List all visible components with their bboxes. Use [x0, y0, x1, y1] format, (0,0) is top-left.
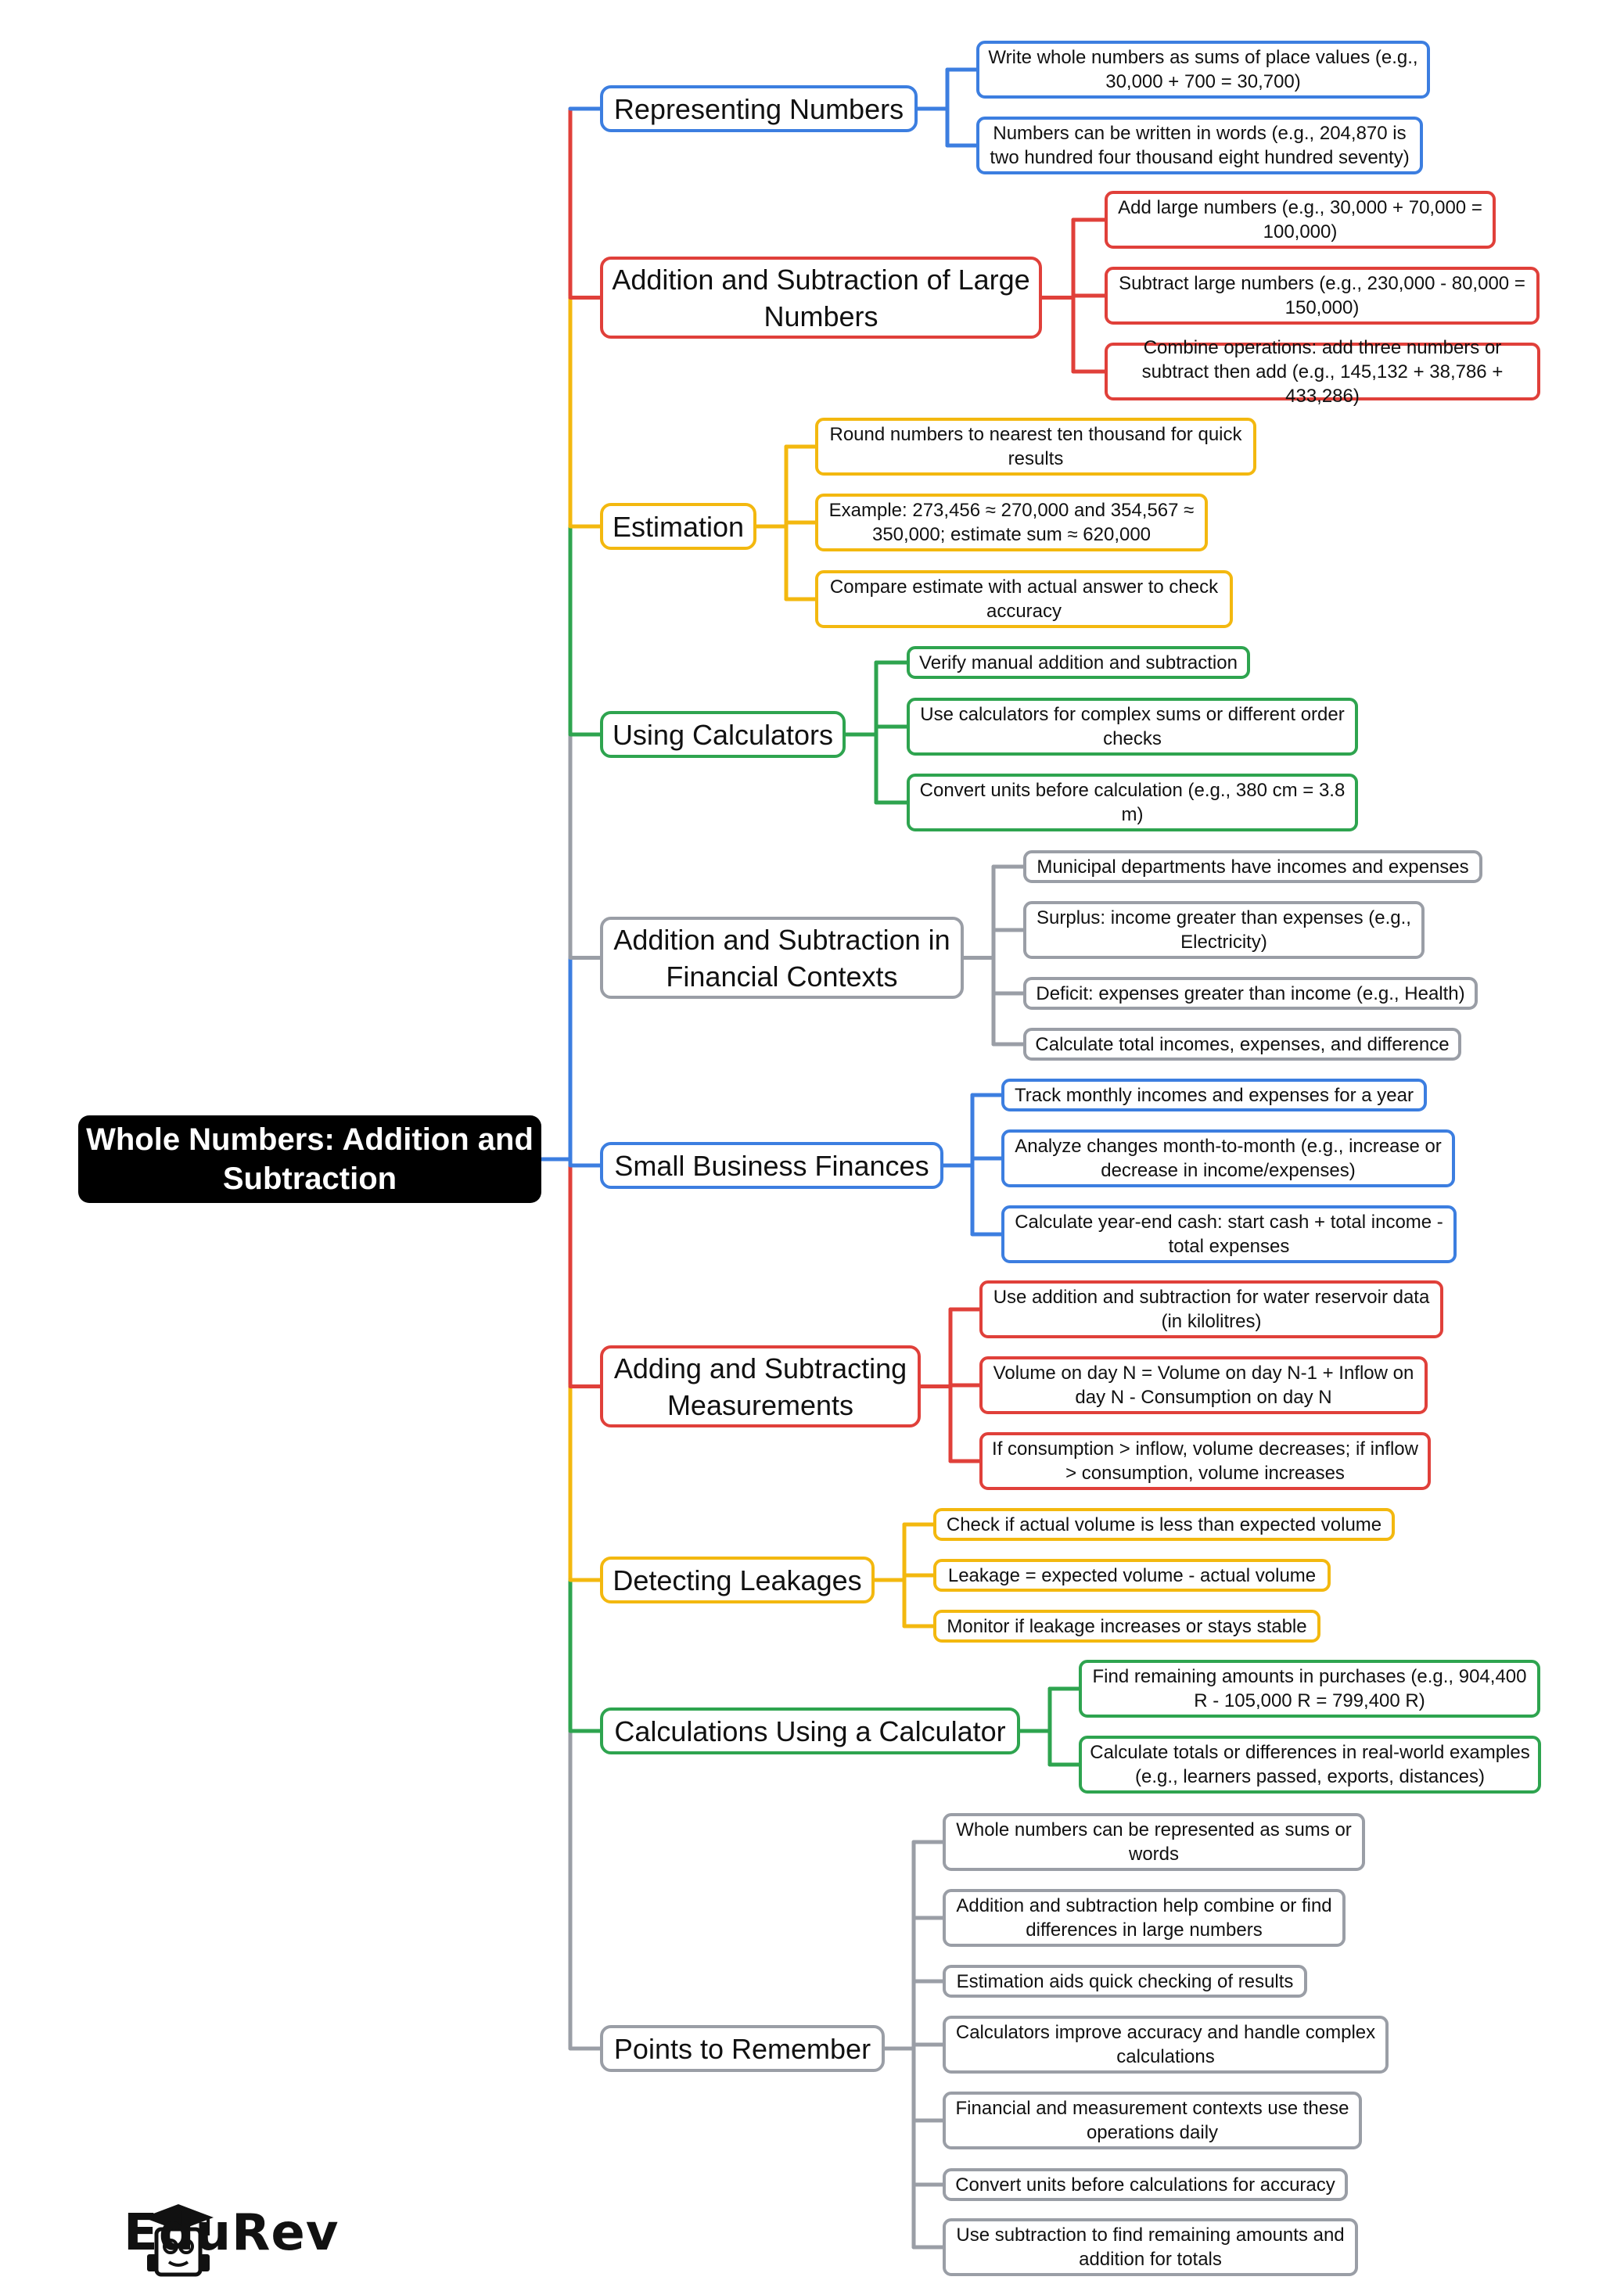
- branch-points-to-remember: Points to Remember: [600, 2025, 885, 2072]
- leaf-node: Addition and subtraction help combine or…: [943, 1889, 1346, 1947]
- leaf-node: Whole numbers can be represented as sums…: [943, 1813, 1365, 1871]
- branch-calculations-using-a-calculator: Calculations Using a Calculator: [600, 1707, 1020, 1754]
- branch-small-business-finances: Small Business Finances: [600, 1142, 943, 1189]
- branch-adding-and-subtracting-measurements: Adding and Subtracting Measurements: [600, 1345, 921, 1427]
- leaf-node: Subtract large numbers (e.g., 230,000 - …: [1105, 267, 1540, 325]
- leaf-node: Compare estimate with actual answer to c…: [815, 570, 1233, 628]
- leaf-node: Example: 273,456 ≈ 270,000 and 354,567 ≈…: [815, 494, 1208, 551]
- leaf-node: Track monthly incomes and expenses for a…: [1001, 1079, 1427, 1111]
- branch-using-calculators: Using Calculators: [600, 711, 846, 758]
- leaf-node: Deficit: expenses greater than income (e…: [1023, 977, 1478, 1010]
- leaf-node: Surplus: income greater than expenses (e…: [1023, 901, 1425, 959]
- leaf-node: Use calculators for complex sums or diff…: [907, 698, 1358, 756]
- leaf-node: Check if actual volume is less than expe…: [933, 1508, 1395, 1541]
- leaf-node: Calculate total incomes, expenses, and d…: [1023, 1028, 1461, 1061]
- leaf-node: Analyze changes month-to-month (e.g., in…: [1001, 1129, 1455, 1187]
- root-node: Whole Numbers: Addition and Subtraction: [78, 1115, 541, 1203]
- leaf-node: Verify manual addition and subtraction: [907, 646, 1250, 679]
- branch-estimation: Estimation: [600, 503, 756, 550]
- branch-detecting-leakages: Detecting Leakages: [600, 1557, 875, 1603]
- leaf-node: Municipal departments have incomes and e…: [1023, 850, 1482, 883]
- leaf-node: Find remaining amounts in purchases (e.g…: [1079, 1660, 1540, 1718]
- leaf-node: Use addition and subtraction for water r…: [979, 1280, 1443, 1338]
- branch-addition-and-subtraction-in-financial-co: Addition and Subtraction in Financial Co…: [600, 917, 964, 999]
- leaf-node: Add large numbers (e.g., 30,000 + 70,000…: [1105, 191, 1496, 249]
- graduation-cap-logo-icon: [143, 2204, 214, 2277]
- leaf-node: Write whole numbers as sums of place val…: [976, 41, 1430, 99]
- leaf-node: Convert units before calculation (e.g., …: [907, 774, 1358, 831]
- brand-name: EduRev: [124, 2204, 340, 2262]
- leaf-node: Volume on day N = Volume on day N-1 + In…: [979, 1356, 1428, 1414]
- leaf-node: Numbers can be written in words (e.g., 2…: [976, 117, 1423, 174]
- leaf-node: Round numbers to nearest ten thousand fo…: [815, 418, 1256, 476]
- leaf-node: Calculate year-end cash: start cash + to…: [1001, 1205, 1457, 1263]
- leaf-node: Monitor if leakage increases or stays st…: [933, 1610, 1320, 1643]
- leaf-node: Use subtraction to find remaining amount…: [943, 2218, 1358, 2276]
- leaf-node: If consumption > inflow, volume decrease…: [979, 1432, 1431, 1490]
- leaf-node: Financial and measurement contexts use t…: [943, 2092, 1362, 2149]
- leaf-node: Convert units before calculations for ac…: [943, 2168, 1348, 2201]
- branch-representing-numbers: Representing Numbers: [600, 85, 918, 132]
- leaf-node: Leakage = expected volume - actual volum…: [933, 1559, 1331, 1592]
- leaf-node: Calculate totals or differences in real-…: [1079, 1736, 1541, 1794]
- branch-addition-and-subtraction-of-large-number: Addition and Subtraction of Large Number…: [600, 257, 1042, 339]
- leaf-node: Combine operations: add three numbers or…: [1105, 337, 1540, 407]
- leaf-node: Estimation aids quick checking of result…: [943, 1965, 1307, 1998]
- leaf-node: Calculators improve accuracy and handle …: [943, 2016, 1389, 2074]
